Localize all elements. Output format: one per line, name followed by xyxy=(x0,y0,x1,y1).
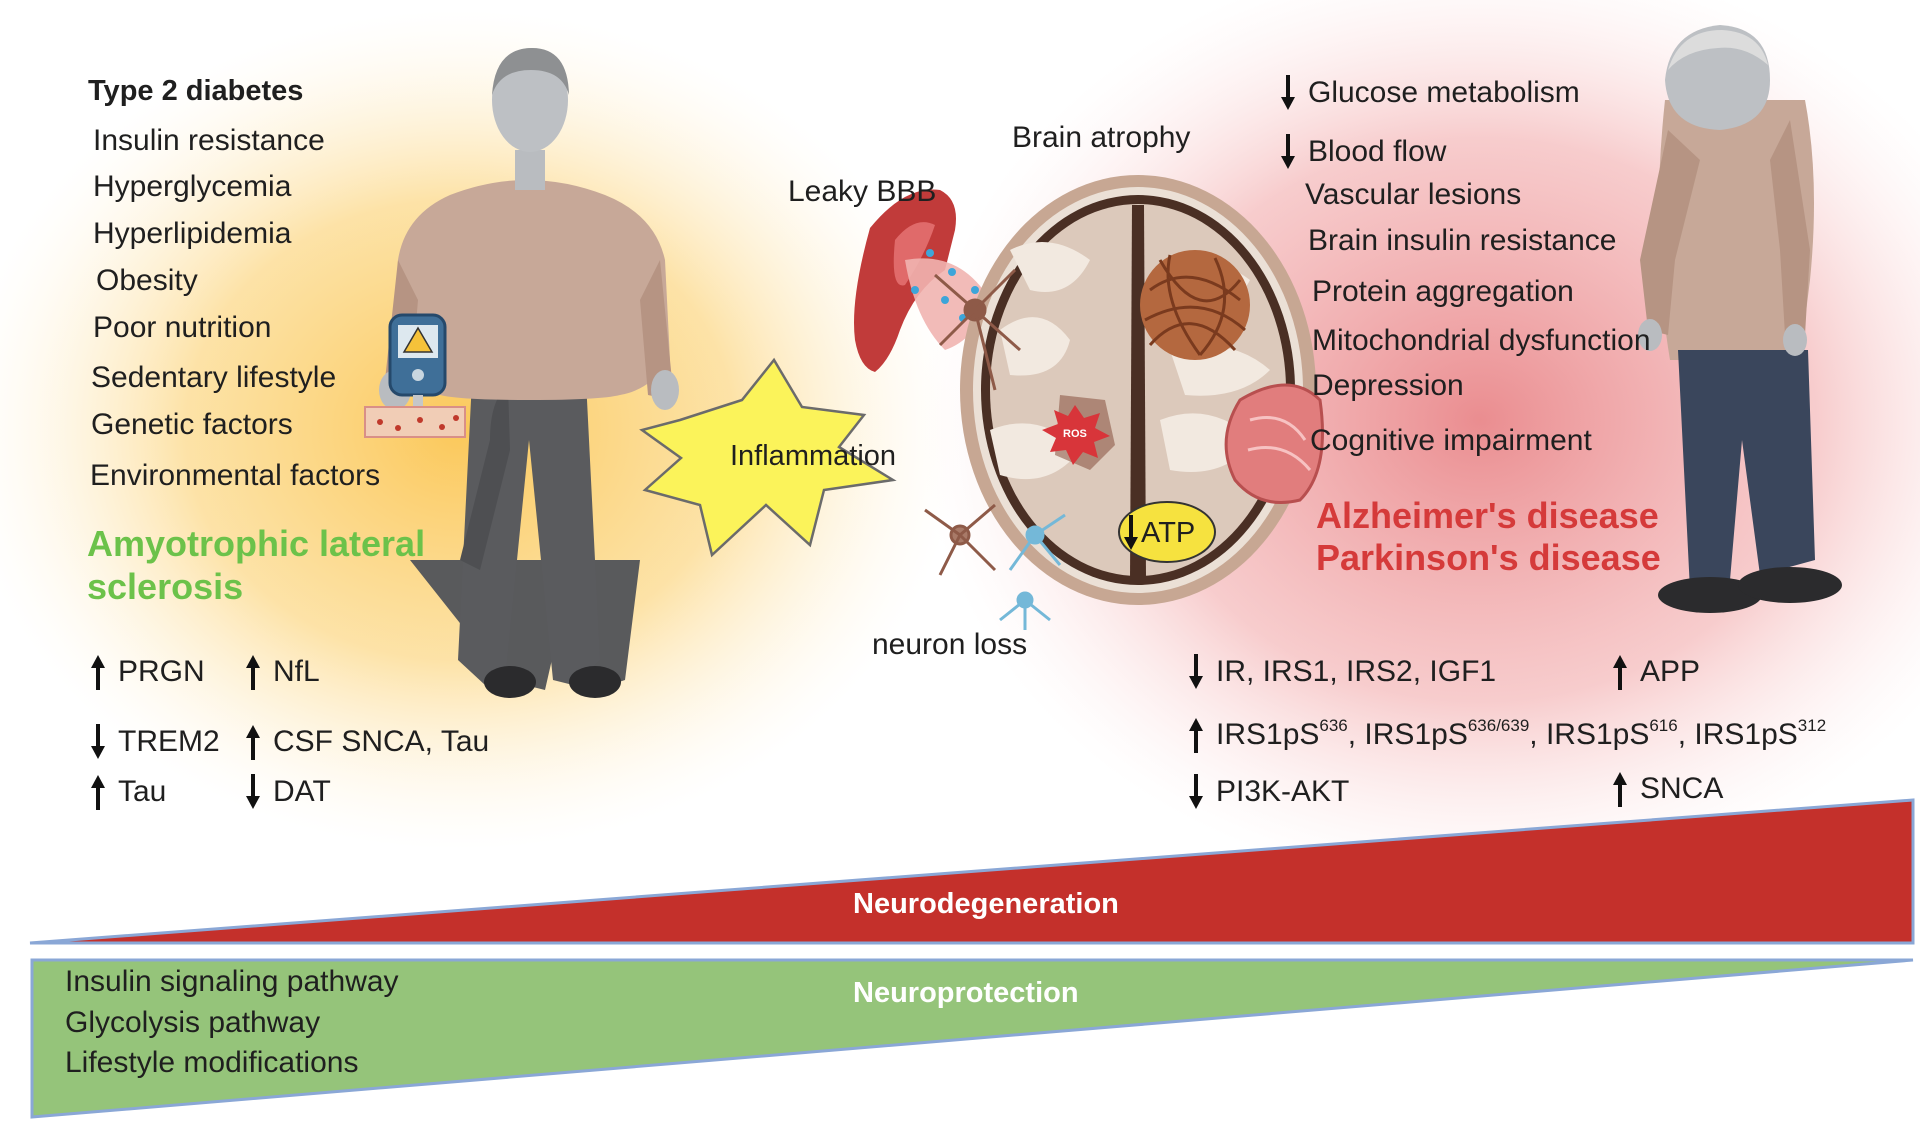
up-arrow-icon xyxy=(91,655,105,690)
brain-cross-section xyxy=(960,175,1324,605)
left-marker-dat: DAT xyxy=(245,772,331,812)
left-marker-tau: Tau xyxy=(90,772,166,812)
marker-label: APP xyxy=(1640,655,1701,688)
up-arrow-icon xyxy=(91,775,105,810)
risk-factor-2: Hyperglycemia xyxy=(93,170,292,203)
atp-blob xyxy=(1118,501,1216,563)
left-marker-csf: CSF SNCA, Tau xyxy=(245,722,489,762)
up-arrow-icon xyxy=(1189,718,1203,753)
feature-cognitive-impairment: Cognitive impairment xyxy=(1310,424,1592,457)
inflammation-label: Inflammation xyxy=(730,440,897,472)
alzheimers-label: Alzheimer's disease xyxy=(1316,495,1659,536)
feature-glucose-metabolism: Glucose metabolism xyxy=(1280,73,1580,113)
feature-protein-aggregation: Protein aggregation xyxy=(1312,275,1574,308)
neuron-cluster xyxy=(924,268,1066,630)
feature-label: Glucose metabolism xyxy=(1308,76,1580,109)
feature-brain-insulin-resistance: Brain insulin resistance xyxy=(1308,224,1617,257)
ros-burst xyxy=(1042,405,1110,465)
risk-factor-7: Genetic factors xyxy=(91,408,293,441)
down-arrow-icon xyxy=(246,774,260,809)
feature-mitochondrial-dysfunction: Mitochondrial dysfunction xyxy=(1312,324,1651,357)
leaky-bbb-label: Leaky BBB xyxy=(788,175,937,208)
feature-vascular-lesions: Vascular lesions xyxy=(1305,178,1522,211)
left-marker-nfl: NfL xyxy=(245,652,320,692)
right-marker-ir-irs: IR, IRS1, IRS2, IGF1 xyxy=(1188,652,1496,692)
neuron-loss-label: neuron loss xyxy=(872,628,1028,661)
down-arrow-icon xyxy=(91,724,105,759)
elderly-person-figure xyxy=(1638,25,1842,613)
up-arrow-icon xyxy=(246,655,260,690)
protective-factor-3: Lifestyle modifications xyxy=(65,1046,359,1079)
marker-label: Tau xyxy=(118,775,167,808)
atp-label: ATP xyxy=(1123,513,1195,553)
risk-factor-6: Sedentary lifestyle xyxy=(91,361,337,394)
inflammation-burst xyxy=(639,357,897,558)
right-marker-pi3k: PI3K-AKT xyxy=(1188,772,1349,812)
als-label-line-2: sclerosis xyxy=(87,566,244,607)
down-arrow-icon xyxy=(1281,134,1295,169)
irs1ps-label: IRS1pS636, IRS1pS636/639, IRS1pS616, IRS… xyxy=(1216,716,1827,751)
right-marker-irs1ps: IRS1pS636, IRS1pS636/639, IRS1pS616, IRS… xyxy=(1188,715,1826,755)
marker-label: CSF SNCA, Tau xyxy=(273,725,490,758)
atp-text: ATP xyxy=(1141,516,1196,549)
neurodegeneration-label: Neurodegeneration xyxy=(853,888,1119,920)
risk-factor-8: Environmental factors xyxy=(90,459,381,492)
feature-label: Blood flow xyxy=(1308,135,1447,168)
type2-diabetes-heading: Type 2 diabetes xyxy=(88,75,304,107)
marker-label: IR, IRS1, IRS2, IGF1 xyxy=(1216,655,1497,688)
up-arrow-icon xyxy=(1613,655,1627,690)
marker-label: PRGN xyxy=(118,655,205,688)
marker-label: PI3K-AKT xyxy=(1216,775,1350,808)
marker-label: TREM2 xyxy=(118,725,220,758)
marker-label: DAT xyxy=(273,775,331,808)
protective-factor-2: Glycolysis pathway xyxy=(65,1006,321,1039)
up-arrow-icon xyxy=(1613,772,1627,807)
down-arrow-icon xyxy=(1189,774,1203,809)
marker-label: NfL xyxy=(273,655,320,688)
protective-factor-1: Insulin signaling pathway xyxy=(65,965,399,998)
glucometer-device xyxy=(364,313,466,438)
feature-depression: Depression xyxy=(1312,369,1464,402)
neurodegeneration-band xyxy=(29,798,1915,945)
brain-atrophy-label: Brain atrophy xyxy=(1012,121,1191,154)
risk-factor-5: Poor nutrition xyxy=(93,311,272,344)
risk-factor-4: Obesity xyxy=(96,264,198,297)
right-marker-snca: SNCA xyxy=(1612,769,1723,809)
risk-factor-3: Hyperlipidemia xyxy=(93,217,292,250)
down-arrow-icon xyxy=(1189,654,1203,689)
neuroprotection-label: Neuroprotection xyxy=(853,977,1079,1009)
parkinsons-label: Parkinson's disease xyxy=(1316,537,1661,578)
marker-label: SNCA xyxy=(1640,772,1724,805)
neuroprotection-band xyxy=(30,958,1914,1119)
ros-label: ROS xyxy=(1063,428,1087,440)
right-marker-app: APP xyxy=(1612,652,1700,692)
risk-factor-1: Insulin resistance xyxy=(93,124,325,157)
left-marker-trem2: TREM2 xyxy=(90,722,220,762)
down-arrow-icon xyxy=(1281,75,1295,110)
als-label-line-1: Amyotrophic lateral xyxy=(87,523,426,564)
up-arrow-icon xyxy=(246,725,260,760)
down-arrow-icon xyxy=(1124,515,1138,550)
left-marker-prgn: PRGN xyxy=(90,652,205,692)
feature-blood-flow: Blood flow xyxy=(1280,132,1446,172)
